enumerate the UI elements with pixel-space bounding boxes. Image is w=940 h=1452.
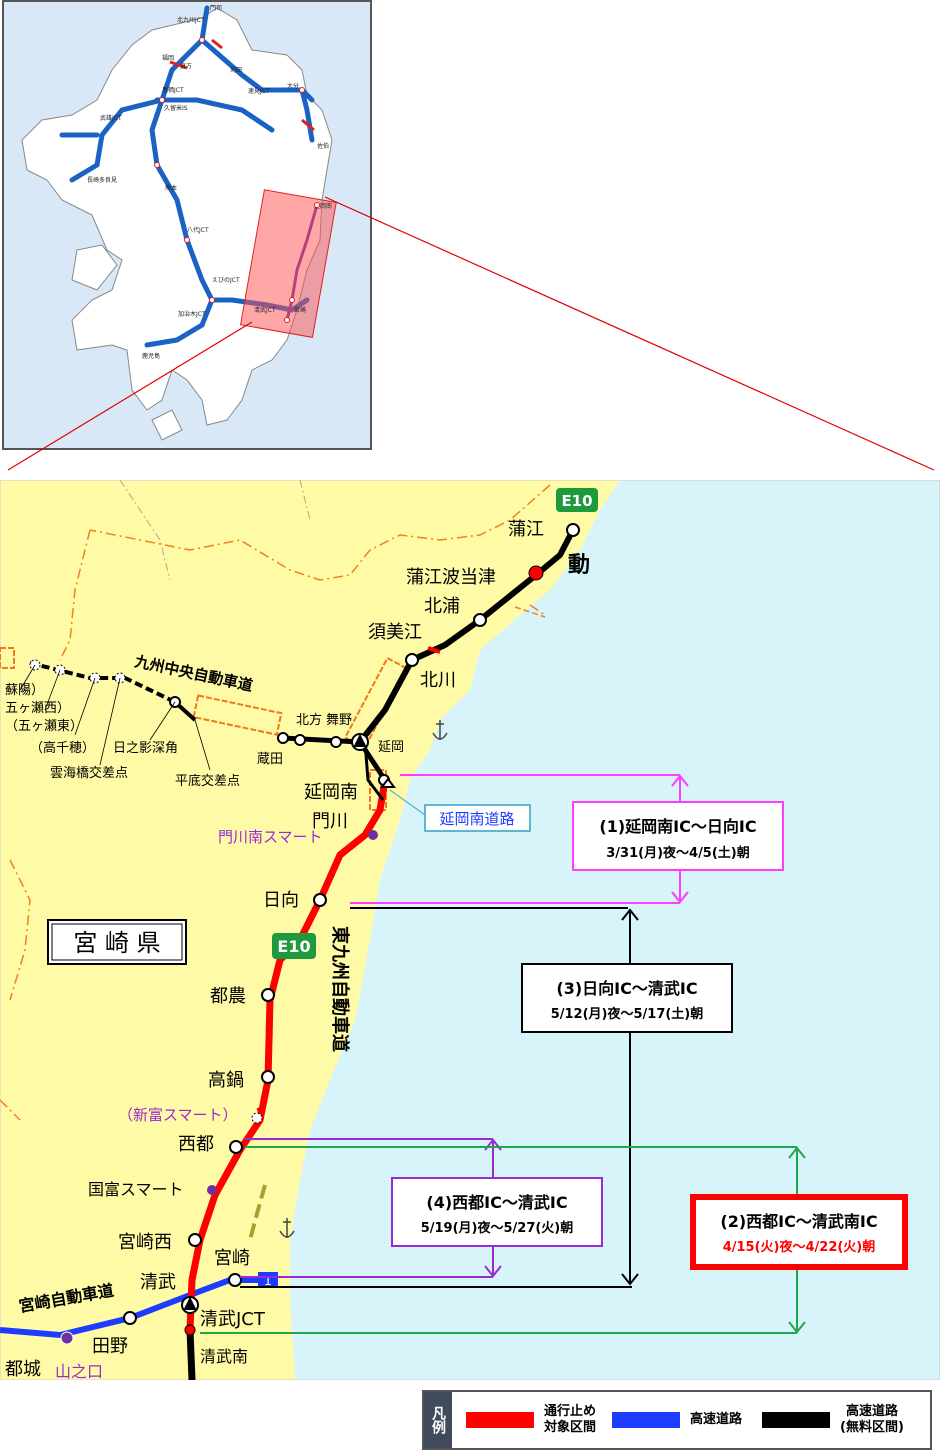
ic-label: 高鍋: [208, 1070, 244, 1091]
inset-label: 速見JCT: [248, 88, 270, 95]
ic-label: 北川: [420, 670, 456, 691]
legend-item-closure: 通行止め 対象区間: [466, 1400, 596, 1440]
free-expressway-north: [357, 528, 576, 744]
detail-map: E10 E10 1 宮 崎 県 九州中央自動車道 動 東九州自動車道 宮崎自動車…: [0, 480, 940, 1380]
section-4-label: (4)西都IC～清武IC 5/19(月)夜～5/27(火)朝: [391, 1177, 603, 1247]
ic-label: （高千穂）: [30, 740, 95, 756]
svg-text:(2)西都IC～清武南IC: (2)西都IC～清武南IC: [720, 1212, 877, 1231]
ic-label: 北浦: [424, 596, 460, 617]
ic-label: 国富スマート: [88, 1180, 184, 1199]
ic-label: 門川南スマート: [218, 828, 323, 846]
inset-label: 苅田: [230, 66, 242, 74]
ic-label: 宮崎西: [118, 1232, 172, 1253]
inset-label: 宮崎: [294, 306, 306, 314]
anchor-icon: [279, 720, 448, 1238]
legend-heading: 凡例: [424, 1392, 452, 1448]
ic-label: 蘇陽）: [5, 683, 44, 698]
land-area: [0, 480, 620, 1380]
ic-label: 蔵田: [257, 752, 283, 767]
svg-text:(4)西都IC～清武IC: (4)西都IC～清武IC: [426, 1193, 567, 1212]
inset-label: 門司: [210, 5, 222, 12]
legend-item-free-expressway: 高速道路 (無料区間): [762, 1400, 904, 1440]
kyushu-inset-map: 門司 北九州JCT 福岡 苅田 直方 鳥栖JCT 久留米IS 熊本 八代JCT …: [2, 0, 372, 450]
legend: 凡例 通行止め 対象区間 高速道路 高速道路 (無料区間): [422, 1390, 932, 1450]
svg-text:5/19(月)夜～5/27(火)朝: 5/19(月)夜～5/27(火)朝: [421, 1220, 574, 1236]
inset-label: えびのJCT: [212, 276, 240, 284]
section-1-bracket: [350, 774, 689, 904]
ic-label: 北方: [296, 712, 322, 728]
inset-label: 直方: [180, 62, 192, 70]
ic-label: 雲海橋交差点: [50, 765, 128, 781]
svg-text:東九州自動車道: 東九州自動車道: [329, 926, 351, 1052]
ic-label: 五ヶ瀬西）: [5, 701, 70, 716]
inset-label: 北九州JCT: [177, 16, 205, 24]
prefecture-borders: [0, 484, 551, 1121]
road-name-higashi-kyushu: 東九州自動車道: [329, 926, 351, 1052]
inset-label: 福岡: [162, 54, 174, 62]
svg-text:(1)延岡南IC～日向IC: (1)延岡南IC～日向IC: [599, 817, 756, 836]
ic-label: 平底交差点: [175, 773, 240, 789]
inset-label: 大分: [287, 82, 299, 90]
e10-shield-top: E10: [556, 488, 598, 512]
ic-label: 山之口: [55, 1362, 103, 1380]
inset-label: 八代JCT: [187, 226, 209, 234]
ic-label: 都農: [210, 986, 246, 1007]
legend-label: 高速道路: [690, 1412, 743, 1427]
inset-label: 武雄JCT: [100, 114, 122, 122]
ic-label: 日向: [263, 890, 299, 911]
ic-label: 清武南: [200, 1347, 248, 1366]
inset-label: 加治木JCT: [178, 310, 206, 318]
ic-label: 西都: [178, 1134, 214, 1155]
e10-shield-mid: E10: [272, 933, 316, 959]
ic-label: 都城: [5, 1359, 41, 1380]
svg-text:1: 1: [264, 1274, 272, 1288]
inset-label: 鳥栖JCT: [162, 86, 184, 94]
ic-label: 清武JCT: [200, 1309, 266, 1330]
expressway-sign-icon: 1: [258, 1272, 278, 1288]
inset-label: 鹿児島: [142, 352, 160, 360]
svg-text:E10: E10: [561, 492, 592, 510]
svg-text:4/15(火)夜～4/22(火)朝: 4/15(火)夜～4/22(火)朝: [723, 1239, 876, 1255]
nobeoka-minami-road-callout: [424, 804, 531, 832]
svg-text:(3)日向IC～清武IC: (3)日向IC～清武IC: [556, 979, 697, 998]
ic-label: （五ヶ瀬東）: [5, 718, 83, 734]
inset-label: 長崎多良見: [87, 176, 117, 184]
section-2-label: (2)西都IC～清武南IC 4/15(火)夜～4/22(火)朝: [690, 1194, 908, 1270]
ic-label: （新富スマート）: [118, 1106, 238, 1124]
ic-label: 延岡南: [304, 782, 358, 803]
closure-swatch: [466, 1412, 534, 1428]
highlight-area: [239, 189, 337, 338]
svg-text:E10: E10: [277, 937, 310, 956]
section-1-label: (1)延岡南IC～日向IC 3/31(月)夜～4/5(土)朝: [572, 801, 784, 871]
ic-label: 延岡: [378, 740, 404, 755]
inset-label: 熊本: [165, 184, 177, 192]
legend-label: 通行止め 対象区間: [544, 1404, 597, 1435]
svg-text:宮 崎 県: 宮 崎 県: [73, 929, 160, 957]
ic-label: 清武: [140, 1272, 176, 1293]
ic-label: 門川: [312, 811, 348, 832]
ic-label: 舞野: [326, 713, 352, 728]
legend-label: 高速道路 (無料区間): [840, 1404, 904, 1435]
ic-label: 日之影深角: [113, 741, 178, 756]
svg-text:3/31(月)夜～4/5(土)朝: 3/31(月)夜～4/5(土)朝: [606, 845, 750, 861]
ic-label: 蒲江波当津: [406, 567, 496, 588]
ic-label: 蒲江: [508, 519, 544, 540]
free-expressway-swatch: [762, 1412, 830, 1428]
expressway-swatch: [612, 1412, 680, 1428]
road-name: 延岡南道路: [439, 810, 514, 828]
ic-label: 田野: [92, 1336, 128, 1357]
inset-label: 久留米IS: [164, 104, 188, 112]
inset-label: 清武JCT: [254, 306, 276, 314]
road-name: 動: [568, 553, 590, 578]
section-3-label: (3)日向IC～清武IC 5/12(月)夜～5/17(土)朝: [521, 963, 733, 1033]
inset-label: 延岡南: [314, 202, 332, 210]
svg-text:5/12(月)夜～5/17(土)朝: 5/12(月)夜～5/17(土)朝: [551, 1006, 704, 1022]
prefecture-label: 宮 崎 県: [47, 919, 187, 965]
ic-label: 須美江: [368, 622, 422, 643]
zoom-connector-lines: [7, 196, 935, 471]
ic-label: 宮崎: [214, 1248, 250, 1269]
inset-label: 佐伯: [317, 142, 329, 150]
legend-item-expressway: 高速道路: [612, 1400, 742, 1440]
